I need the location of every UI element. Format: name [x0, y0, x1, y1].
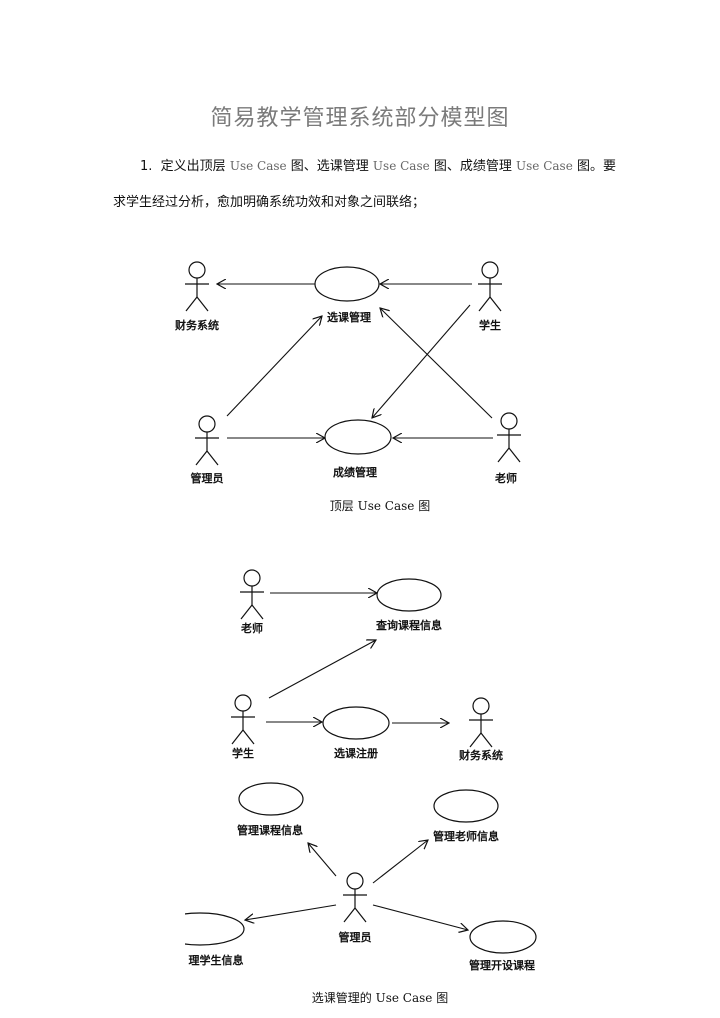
actor-icon — [239, 569, 265, 620]
association-arrow — [245, 904, 337, 920]
association-arrow — [372, 904, 468, 930]
text: Use Case — [516, 159, 573, 173]
actor-label: 管理员 — [191, 471, 224, 485]
actor-label: 学生 — [479, 318, 501, 332]
figure-caption: 选课管理的 Use Case 图 — [312, 990, 448, 1005]
association-arrow — [372, 840, 428, 884]
association-arrow — [226, 316, 322, 417]
use-case-label: 选课注册 — [334, 746, 378, 760]
text: 图。要 — [576, 159, 616, 174]
actor-icon — [468, 697, 494, 748]
association-arrow — [268, 640, 376, 699]
use-case-ellipse — [433, 789, 499, 823]
use-case-ellipse — [238, 782, 304, 816]
actor-label: 财务系统 — [174, 318, 219, 332]
use-case-label: 管理老师信息 — [433, 829, 499, 843]
use-case-ellipse — [469, 920, 537, 954]
actor-label: 财务系统 — [458, 748, 503, 762]
actor-icon — [342, 872, 368, 923]
text: 图、成绩管理 — [433, 159, 512, 174]
association-arrow — [372, 304, 471, 418]
actor-label: 老师 — [240, 621, 263, 635]
figure-caption: 顶层 Use Case 图 — [330, 499, 430, 513]
text: 定义出顶层 — [160, 159, 226, 174]
actor-icon — [184, 261, 210, 312]
use-case-ellipse — [322, 706, 390, 740]
association-arrow — [308, 843, 337, 877]
text: 图、选课管理 — [290, 159, 369, 174]
actor-label: 管理员 — [339, 930, 372, 944]
use-case-label: 查询课程信息 — [376, 618, 442, 632]
actor-label: 老师 — [494, 471, 517, 485]
actor-icon — [477, 261, 503, 312]
use-case-label: 管理课程信息 — [237, 823, 303, 837]
actor-icon — [194, 415, 220, 466]
use-case-ellipse — [314, 266, 380, 302]
use-case-label: 管理开设课程 — [469, 958, 535, 972]
actor-icon — [230, 694, 256, 745]
association-arrow — [380, 308, 493, 419]
use-case-label: 选课管理 — [327, 310, 371, 324]
actor-icon — [496, 412, 522, 463]
page-title: 简易教学管理系统部分模型图 — [210, 106, 510, 131]
item-number: 1. — [140, 159, 153, 174]
use-case-label: 成绩管理 — [333, 465, 377, 479]
paragraph-line-1: 1. 定义出顶层 Use Case 图、选课管理 Use Case 图、成绩管理… — [140, 155, 616, 174]
text: Use Case — [229, 159, 287, 173]
use-case-ellipse — [324, 419, 392, 455]
paragraph-line-2: 求学生经过分析，愈加明确系统功效和对象之间联络； — [113, 195, 426, 210]
text: Use Case — [372, 159, 430, 173]
use-case-ellipse — [376, 578, 442, 612]
actor-label: 学生 — [232, 746, 254, 760]
use-case-label: 理学生信息 — [189, 953, 244, 967]
